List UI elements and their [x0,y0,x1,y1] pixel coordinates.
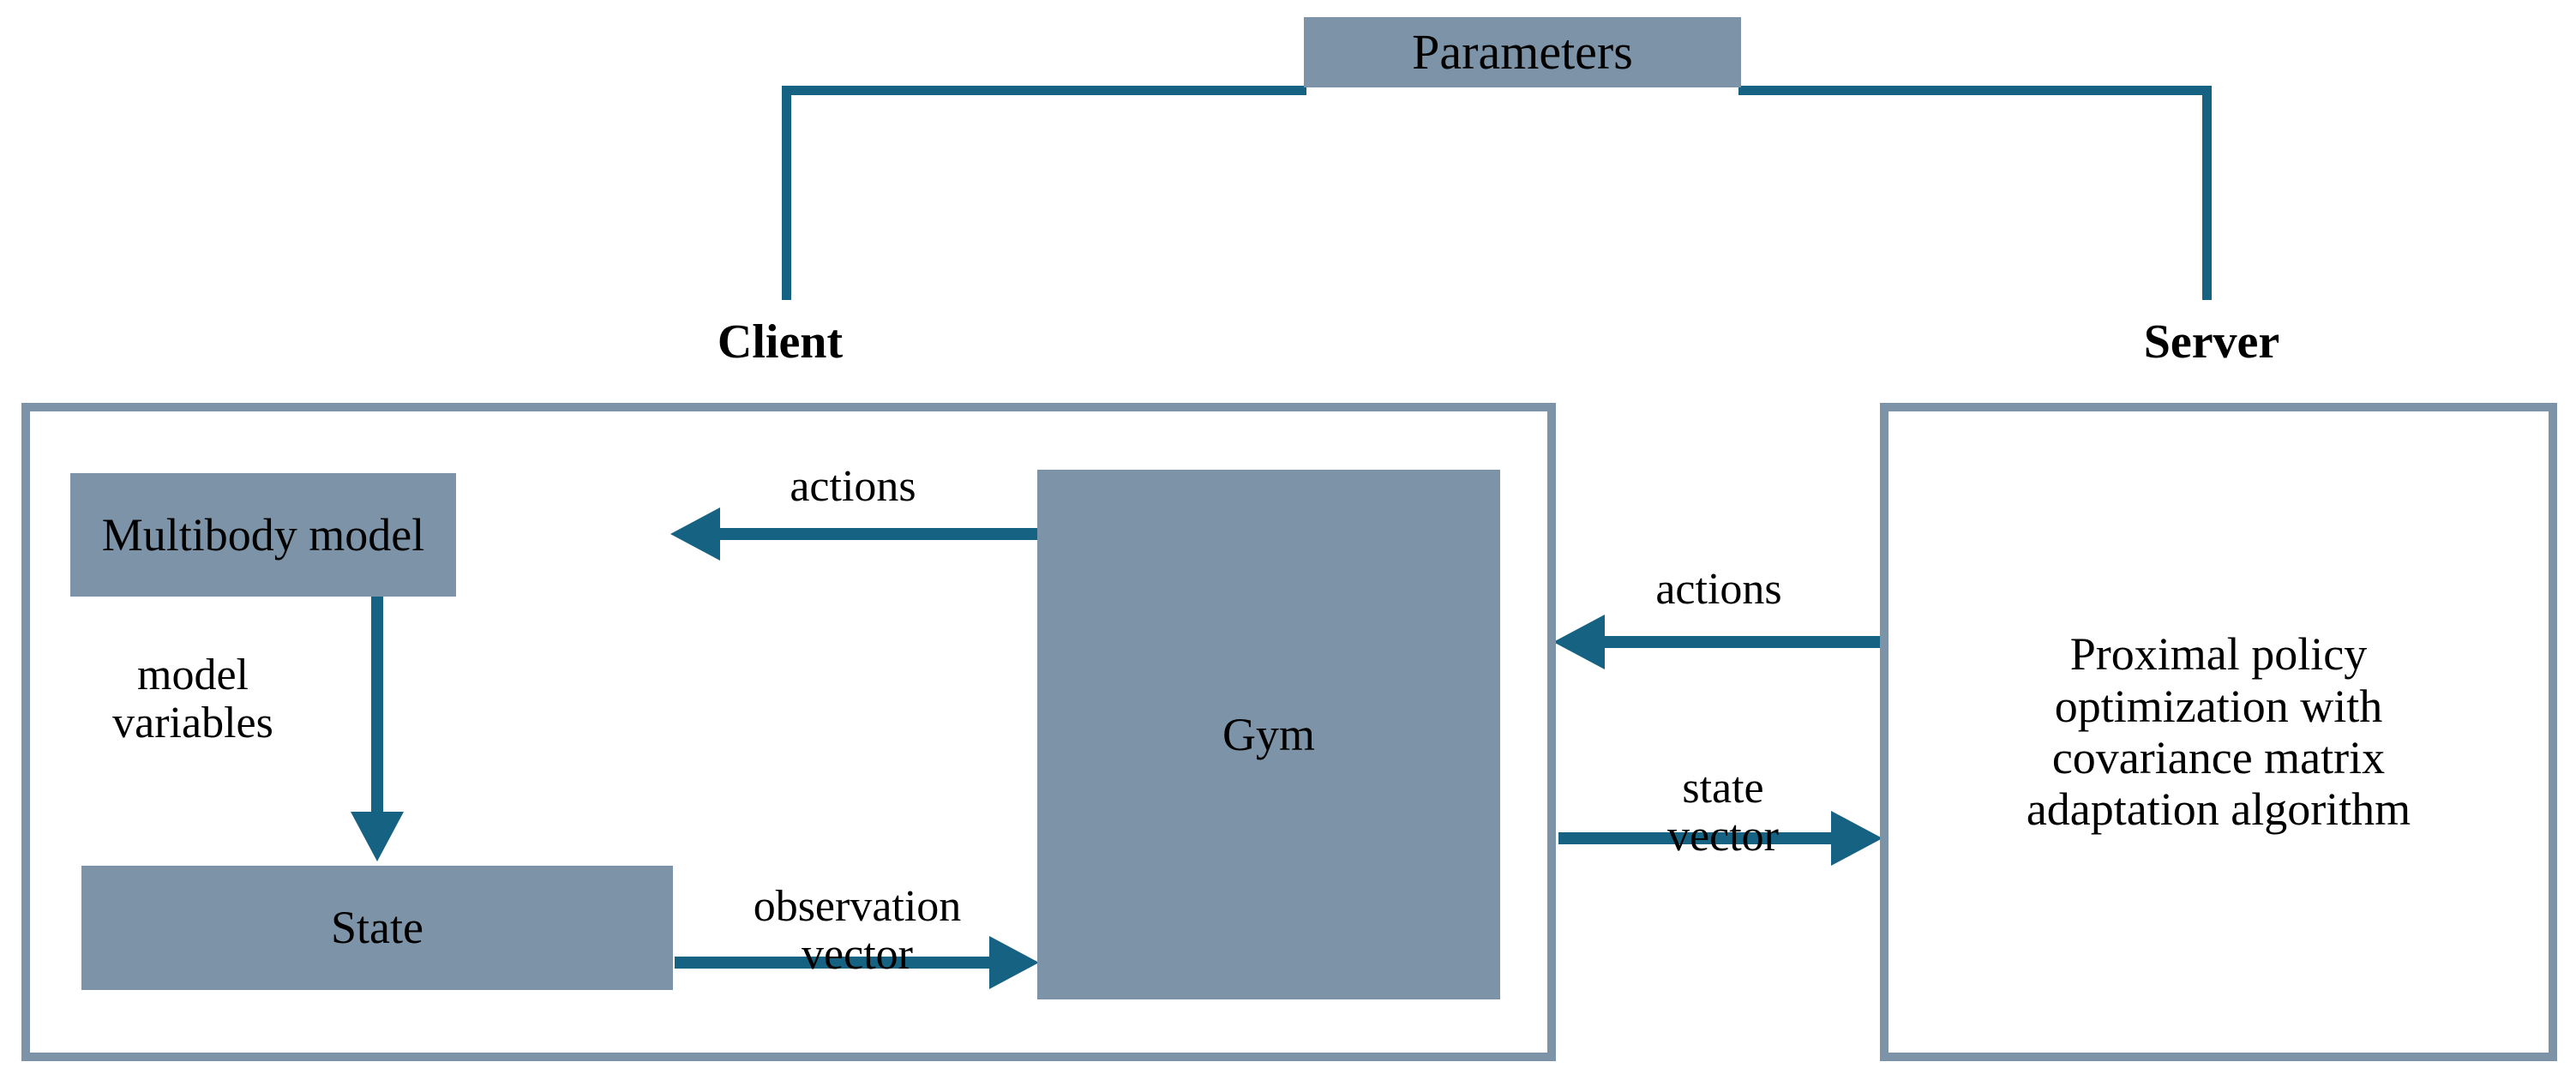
edge-label-actions-server: actions [1655,565,1782,614]
server-algorithm-node: Proximal policy optimization with covari… [2026,628,2411,836]
edge-label-model-variables: model variables [112,651,273,748]
server-container [1880,403,2557,1061]
client-group-label: Client [717,315,844,369]
parameters-to-server-connector [1738,86,2212,300]
multibody-model-node: Multibody model [70,473,456,597]
parameters-to-client-connector [782,86,1306,300]
server-group-label: Server [2143,315,2280,369]
parameters-block: Parameters [1304,17,1741,87]
edge-label-observation-vector: observation vector [753,882,962,980]
arrow-server-to-client [1553,615,1882,669]
gym-node: Gym [1037,470,1500,999]
edge-label-actions-client: actions [790,462,916,511]
client-container [21,403,1556,1061]
state-node: State [81,866,673,990]
edge-label-state-vector: state vector [1667,764,1779,861]
